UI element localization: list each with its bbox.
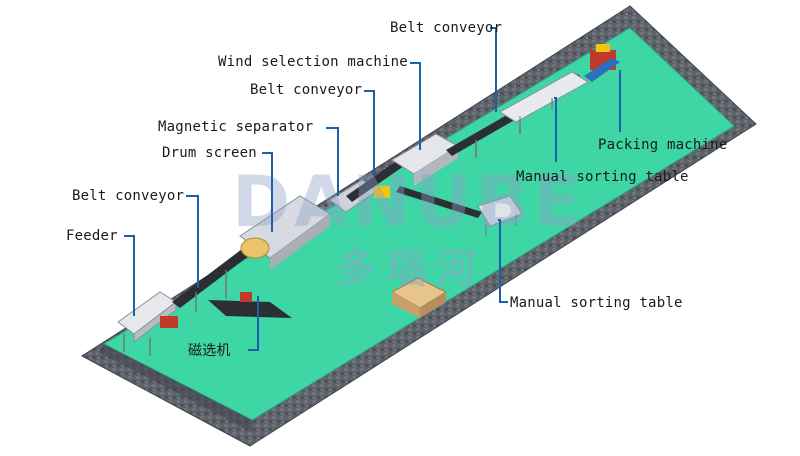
label-belt-conveyor-mid: Belt conveyor <box>250 82 363 98</box>
drum-screen-unit <box>239 195 331 270</box>
leader-feeder <box>124 235 135 316</box>
belt-conveyor-mid-unit <box>346 160 404 202</box>
wall-shadow <box>98 344 252 432</box>
belt-conveyor-lower-branch <box>396 186 482 218</box>
feeder-unit <box>117 291 178 356</box>
leader-belt-conveyor-left <box>186 195 199 288</box>
label-belt-conveyor-top: Belt conveyor <box>390 20 503 36</box>
manual-sorting-table-lower-unit <box>477 195 523 236</box>
leader-belt-conveyor-mid <box>364 90 375 176</box>
watermark-cn: 多瑙河 <box>336 246 486 292</box>
label-belt-conveyor-left: Belt conveyor <box>72 188 185 204</box>
label-manual-sorting-table-lower: Manual sorting table <box>510 295 683 311</box>
leader-magnetic-cn <box>248 296 259 351</box>
leader-manual-sorting-lower <box>498 219 508 303</box>
label-drum-screen: Drum screen <box>162 145 257 161</box>
packing-machine-unit <box>584 44 620 82</box>
leader-drum-screen <box>262 152 273 232</box>
manual-sorting-table-upper-unit <box>499 71 589 128</box>
leader-belt-conveyor-top <box>490 27 497 112</box>
leader-magnetic-separator <box>326 127 339 196</box>
label-magnetic-separator: Magnetic separator <box>158 119 314 135</box>
equipment-line <box>117 44 620 356</box>
watermark-logo: DANUBE <box>232 161 585 243</box>
label-feeder: Feeder <box>66 228 118 244</box>
magnetic-separator-cn-unit <box>208 292 292 318</box>
label-manual-sorting-table-upper: Manual sorting table <box>516 169 689 185</box>
leader-lines <box>124 27 621 351</box>
leader-wind-selection <box>410 62 421 150</box>
belt-conveyor-left-unit <box>172 246 254 312</box>
label-packing-machine: Packing machine <box>598 137 728 153</box>
label-magnetic-separator-cn: 磁选机 <box>188 343 231 359</box>
leader-manual-sorting-upper <box>554 97 557 162</box>
pallet-stack <box>390 277 448 318</box>
label-wind-selection-machine: Wind selection machine <box>218 54 408 70</box>
